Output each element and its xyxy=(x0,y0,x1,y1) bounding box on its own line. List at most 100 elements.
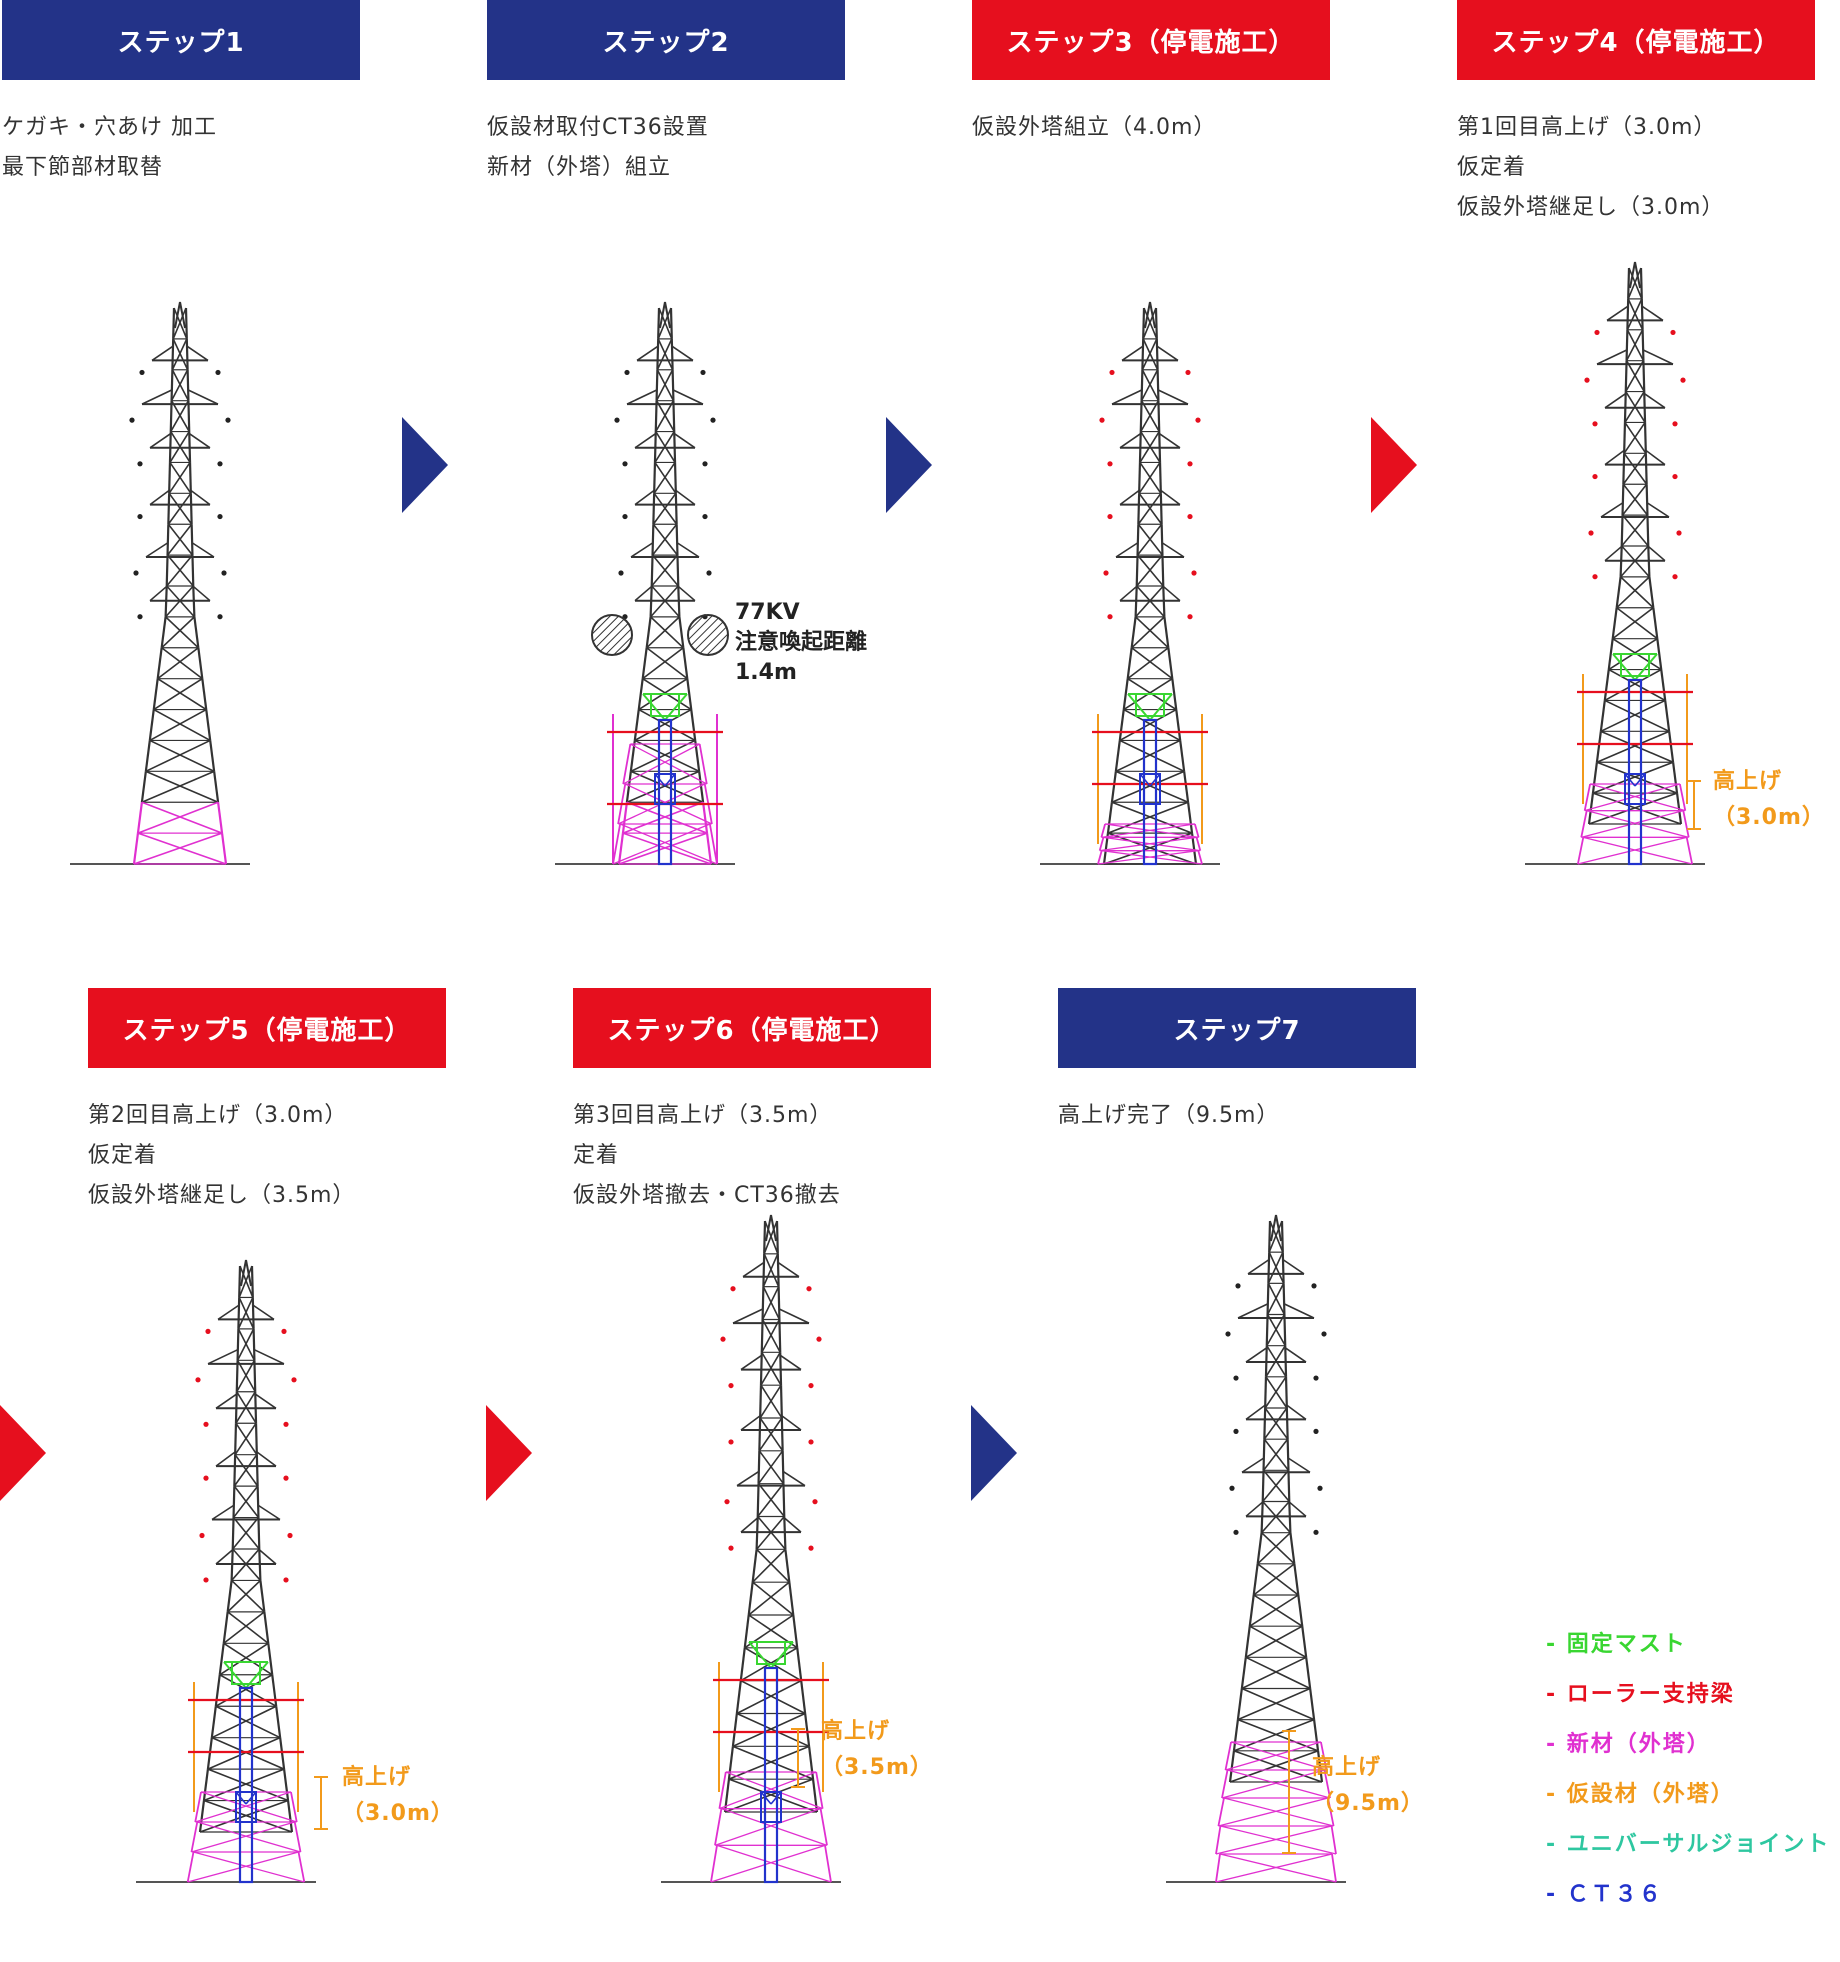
tower-leg xyxy=(672,400,676,432)
tower-leg xyxy=(1268,1220,1272,1253)
insulator-dot xyxy=(225,417,231,423)
step-description-line: 仮定着 xyxy=(1457,155,1527,180)
new-member-leg xyxy=(293,1821,302,1853)
insulator-dot xyxy=(1670,329,1676,336)
step-description-line: 第2回目高上げ（3.0m） xyxy=(88,1103,348,1128)
tower-brace xyxy=(141,801,223,834)
tower-leg xyxy=(1160,524,1164,556)
tower-brace xyxy=(236,1359,256,1393)
step-description-line: ケガキ・穴あけ 加工 xyxy=(2,115,217,140)
insulator-dot xyxy=(129,417,135,423)
tower-leg xyxy=(1644,453,1648,485)
insulator-dot xyxy=(728,1545,734,1551)
tower-brace xyxy=(732,1712,806,1748)
cross-arm-stay xyxy=(780,1354,802,1371)
tower-leg xyxy=(132,832,140,865)
tower-leg xyxy=(1645,484,1649,516)
tower-brace xyxy=(211,1736,285,1770)
tower-leg xyxy=(1262,1439,1266,1471)
new-member-leg xyxy=(1221,1769,1229,1799)
tower-brace xyxy=(161,616,195,649)
tower-leg xyxy=(784,1549,791,1583)
insulator-dot xyxy=(624,369,630,376)
tower-brace xyxy=(1119,708,1177,742)
tower-leg xyxy=(1264,1376,1268,1409)
tower-brace xyxy=(211,1705,277,1739)
new-member-brace xyxy=(1221,1769,1325,1799)
step-3-panel: ステップ3（停電施工） 仮設外塔組立（4.0m） xyxy=(970,0,1450,960)
cross-arm-stay xyxy=(742,1262,765,1278)
tower-leg xyxy=(275,1706,282,1738)
tower-leg xyxy=(1603,669,1610,701)
tower-leg xyxy=(650,555,654,587)
tower-leg xyxy=(257,1517,261,1550)
ct36-jack xyxy=(654,773,666,787)
step-header: ステップ1 xyxy=(2,0,360,80)
tower-brace xyxy=(657,307,672,340)
tower-leg xyxy=(191,555,195,587)
tower-brace xyxy=(1622,452,1647,485)
tower-leg xyxy=(1236,1688,1243,1720)
new-member-brace xyxy=(714,1808,821,1846)
tower-leg xyxy=(1228,1750,1236,1783)
tower-leg xyxy=(756,1483,760,1517)
tower-brace xyxy=(137,832,227,865)
new-member-leg xyxy=(1215,1825,1222,1855)
new-member-brace xyxy=(193,1851,305,1883)
fixed-mast xyxy=(1634,653,1658,681)
new-member-leg xyxy=(612,823,622,865)
cross-arm-stay xyxy=(1284,1303,1315,1319)
new-member-leg xyxy=(1327,1797,1335,1827)
tower-leg xyxy=(263,1611,270,1644)
step-1-panel: ステップ1 ケガキ・穴あけ 加工 最下節部材取替 xyxy=(0,0,480,960)
ct36-jack xyxy=(1139,773,1151,787)
tower-leg xyxy=(788,1582,795,1616)
cross-arm-stay xyxy=(1121,345,1144,362)
tower-leg xyxy=(1622,453,1626,485)
lift-label: 高上げ xyxy=(821,1719,891,1744)
lift-label: 高上げ xyxy=(1713,769,1783,794)
insulator-dot xyxy=(1191,570,1197,576)
step-description-line: 仮設外塔継足し（3.5m） xyxy=(88,1183,356,1208)
tower-brace xyxy=(207,1736,281,1770)
insulator-dot xyxy=(1313,1428,1319,1434)
tower-leg xyxy=(1114,740,1121,772)
insulator-dot xyxy=(1233,1529,1239,1535)
cross-arm-stay xyxy=(1645,449,1666,466)
step-description-line: 新材（外塔）組立 xyxy=(487,155,672,180)
insulator-dot xyxy=(1588,530,1594,536)
new-member-brace xyxy=(1223,1797,1334,1827)
clearance-zone-hatch xyxy=(591,614,729,656)
cross-arm-stay xyxy=(1286,1404,1307,1420)
tower-diagram xyxy=(1525,261,1705,866)
insulator-dot xyxy=(728,1439,734,1445)
insulator-dot xyxy=(137,513,143,520)
tower-brace xyxy=(207,1768,289,1802)
insulator-dot xyxy=(221,570,227,576)
tower-leg xyxy=(1267,1252,1271,1284)
step-description: 第3回目高上げ（3.5m） 定着 仮設外塔撤去・CT36撤去 xyxy=(573,1096,1043,1216)
tower-leg xyxy=(205,709,212,741)
tower-leg xyxy=(782,1483,786,1517)
tower-leg xyxy=(1623,422,1627,454)
tower-brace xyxy=(1241,1656,1307,1690)
insulator-dot xyxy=(808,1382,814,1389)
ct36-jack xyxy=(235,1791,247,1805)
step-6-panel: ステップ6（停電施工） 第3回目高上げ（3.5m） 定着 仮設外塔撤去・CT36… xyxy=(571,988,1051,1948)
tower-brace xyxy=(736,1679,802,1715)
tower-leg xyxy=(1167,647,1174,679)
tower-leg xyxy=(621,802,628,834)
tower-brace xyxy=(651,523,678,556)
new-member-leg xyxy=(1580,810,1588,838)
new-member-brace xyxy=(1099,836,1197,852)
tower-brace xyxy=(634,708,692,742)
cross-arm-stay xyxy=(1247,1259,1270,1275)
tower-brace xyxy=(141,770,215,803)
tower-brace xyxy=(234,1422,257,1456)
tower-brace xyxy=(638,708,696,742)
cross-arm-stay xyxy=(630,542,653,558)
tower-leg xyxy=(226,1580,233,1613)
tower-brace xyxy=(652,492,677,525)
tower-brace xyxy=(1253,1563,1295,1596)
tower-brace xyxy=(145,770,219,803)
